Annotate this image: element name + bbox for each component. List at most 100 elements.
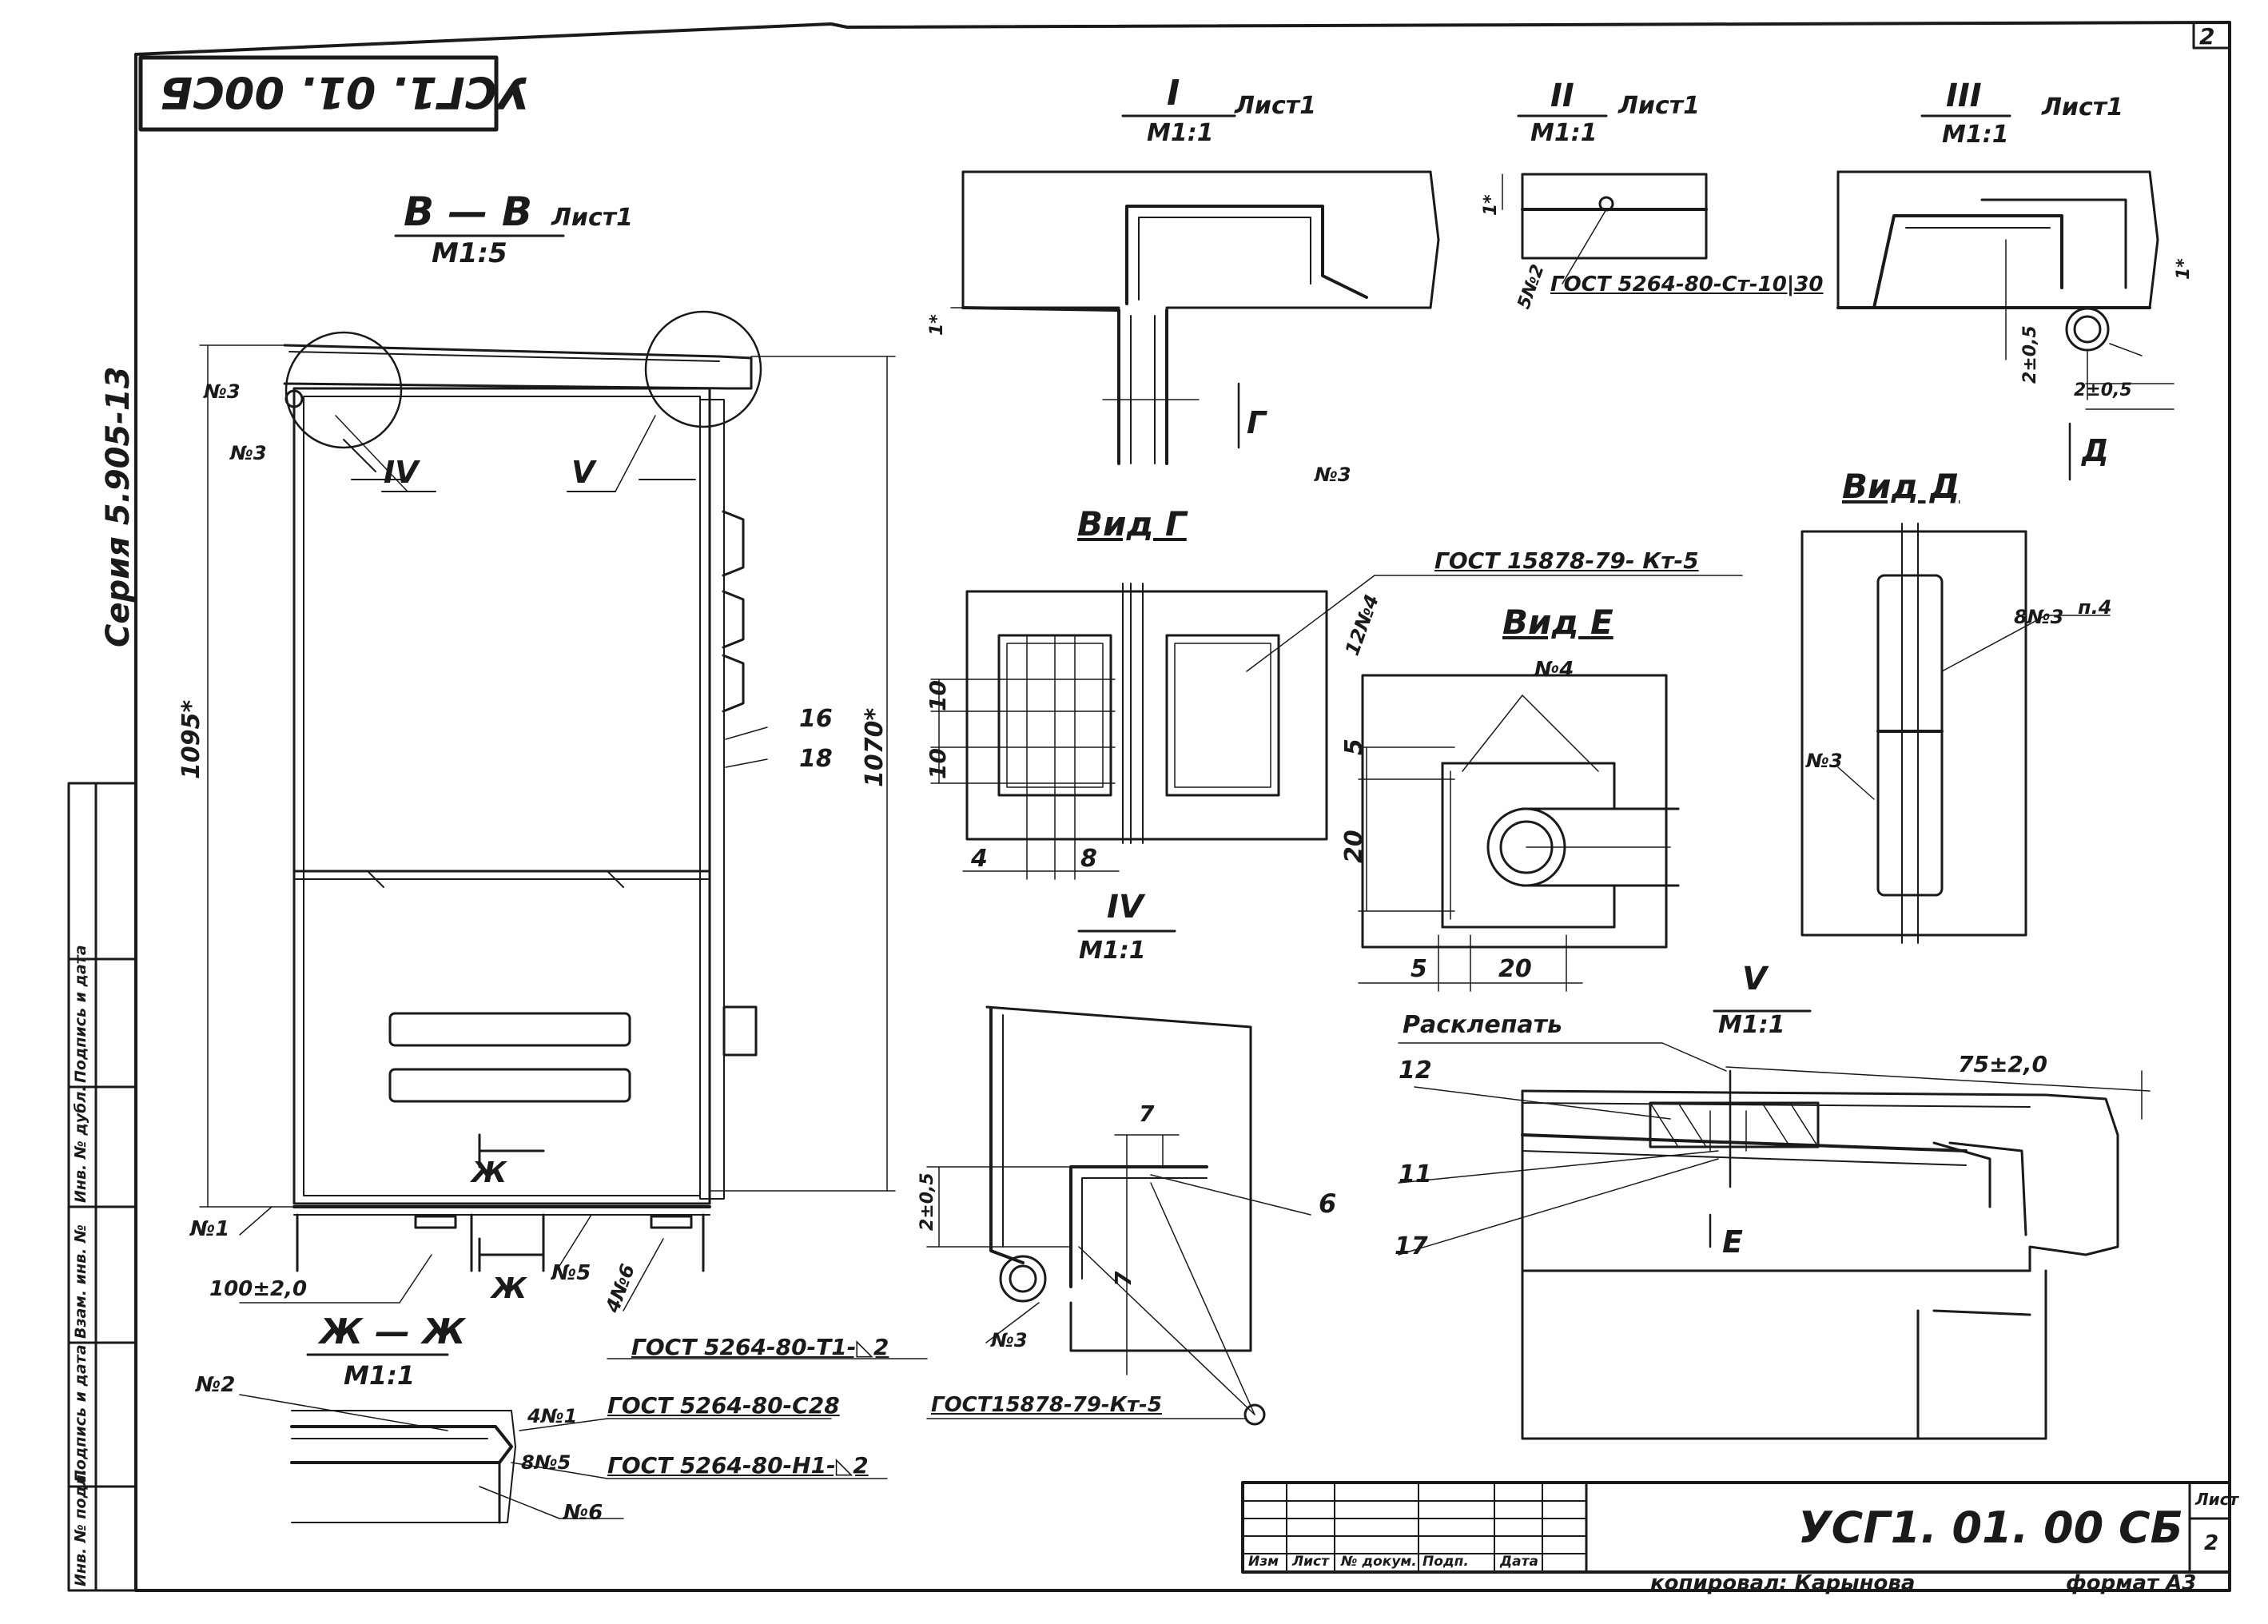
label-8n3: 8№3 [2014,606,2064,628]
dim-4: 4 [971,845,988,873]
label-n5: №5 [551,1261,591,1285]
section-bb-drawing [200,312,895,1311]
title-underlines [308,116,2010,1355]
sheet-label: Лист [2195,1490,2239,1509]
dim-2-05-hinge: 2±0,5 [917,1172,937,1231]
dim-1-section1: 1* [927,314,947,336]
position-16: 16 [799,705,833,733]
circle-label-v: V [571,455,595,490]
section-1-title: I [1167,73,1180,113]
label-n3b: №3 [230,442,267,464]
format-label: формат А3 [2066,1571,2197,1595]
section-3-sheet: Лист1 [2042,94,2123,121]
vid-d-title: Вид Д [1842,467,1960,506]
dim-10-upper: 10 [925,680,951,711]
position-6: 6 [1319,1188,1337,1219]
dim-5-vertical: 5 [1340,738,1368,755]
position-12: 12 [1399,1057,1432,1085]
section-5-drawing [1399,1043,2150,1439]
strip-podpis-1: Подпись и дата [72,1344,90,1483]
view-mark-e: Е [1722,1224,1743,1260]
dim-1070: 1070* [861,707,889,787]
dim-20-horizontal: 20 [1498,955,1532,983]
section-1-drawing [951,172,1438,464]
label-n4: №4 [1534,658,1574,682]
strip-inv-podl: Инв. № подл. [72,1468,90,1586]
label-4n1: 4№1 [527,1405,578,1427]
note-raskle: Расклепать [1403,1011,1563,1039]
dim-5-horizontal: 5 [1411,955,1427,983]
section-2-drawing [1502,174,1706,284]
view-mark-d: Д [2082,433,2109,468]
dim-7-side: 7 [1110,1271,1136,1287]
section-mark-zh1: Ж [472,1156,507,1189]
gost-weld-st: ГОСТ 5264-80-Ст-10|30 [1550,273,1824,297]
label-n2: №2 [196,1373,236,1397]
section-2-title: II [1550,78,1574,114]
section-5-title: V [1742,961,1767,997]
position-11: 11 [1399,1160,1432,1188]
circle-label-iv: IV [384,455,419,490]
dim-1095: 1095* [177,699,205,779]
position-18: 18 [799,745,833,773]
section-zhzh-drawing [240,1359,927,1522]
top-code-box [141,58,496,129]
dim-8: 8 [1080,845,1097,873]
section-bb-title: В — В [404,189,533,235]
stamp-header-doc: № докум. [1341,1554,1417,1570]
main-doc-code: УСГ1. 01. 00 СБ [1798,1503,2183,1553]
strip-podpis-2: Подпись и дата [72,945,90,1083]
label-p4: п.4 [2078,596,2112,619]
vid-g-title: Вид Г [1077,504,1187,543]
label-n3c: №3 [1315,464,1351,486]
section-4-title: IV [1107,889,1144,925]
gost-weld-s28: ГОСТ 5264-80-С28 [607,1392,840,1419]
vid-d-drawing [1802,523,2110,943]
top-doc-code: УСГ1. 01. 00СБ [160,67,530,117]
section-4-drawing [927,1007,1311,1424]
section-mark-zh2: Ж [491,1272,527,1305]
section-3-drawing [1838,172,2174,480]
label-n3d: №3 [1806,750,1843,772]
dim-2-05-vertical: 2±0,5 [2020,325,2040,384]
dim-10-lower: 10 [925,748,951,779]
label-n3e: №3 [991,1329,1028,1351]
position-17: 17 [1395,1232,1428,1260]
strip-inv-dubl: Инв. № дубл. [72,1085,90,1204]
dim-1-section3: 1* [2174,258,2194,280]
gost-weld-t1: ГОСТ 5264-80-Т1-◺2 [631,1334,889,1360]
series-label: Серия 5.905-13 [100,366,137,647]
section-5-scale: М1:1 [1718,1011,1785,1039]
vid-e-title: Вид Е [1502,603,1613,642]
label-n3: №3 [204,380,241,403]
title-block [1243,1483,2230,1572]
section-1-sheet: Лист1 [1235,92,1316,120]
dim-75: 75±2,0 [1958,1051,2048,1077]
gost-rivet-top: ГОСТ 15878-79- Кт-5 [1434,547,1699,574]
strip-vzam-inv: Взам. инв. № [72,1224,90,1339]
section-bb-sheet: Лист1 [551,204,633,232]
dim-1-section2: 1* [1481,194,1501,216]
section-2-scale: М1:1 [1530,119,1598,147]
stamp-header-data: Дата [1500,1554,1538,1570]
section-3-title: III [1946,78,1982,114]
dim-20-vertical: 20 [1340,830,1368,863]
dim-100: 100±2,0 [209,1277,308,1301]
stamp-header-list: Лист [1292,1554,1329,1570]
label-8n5: 8№5 [521,1451,571,1474]
copied-by: копировал: Карынова [1650,1571,1916,1595]
dim-7-top: 7 [1139,1101,1155,1127]
section-zhzh-scale: М1:1 [344,1360,416,1391]
gost-weld-n1: ГОСТ 5264-80-Н1-◺2 [607,1452,869,1479]
section-4-scale: М1:1 [1079,937,1146,965]
approval-strip [69,783,136,1590]
section-2-sheet: Лист1 [1618,92,1700,120]
stamp-header-izm: Изм [1248,1554,1279,1570]
label-n1: №1 [190,1217,230,1241]
sheet-corner-number: 2 [2199,23,2215,50]
stamp-header-podp: Подп. [1422,1554,1469,1570]
sheet-number: 2 [2204,1531,2219,1555]
vid-e-drawing [1359,675,1678,991]
section-1-scale: М1:1 [1147,119,1214,147]
